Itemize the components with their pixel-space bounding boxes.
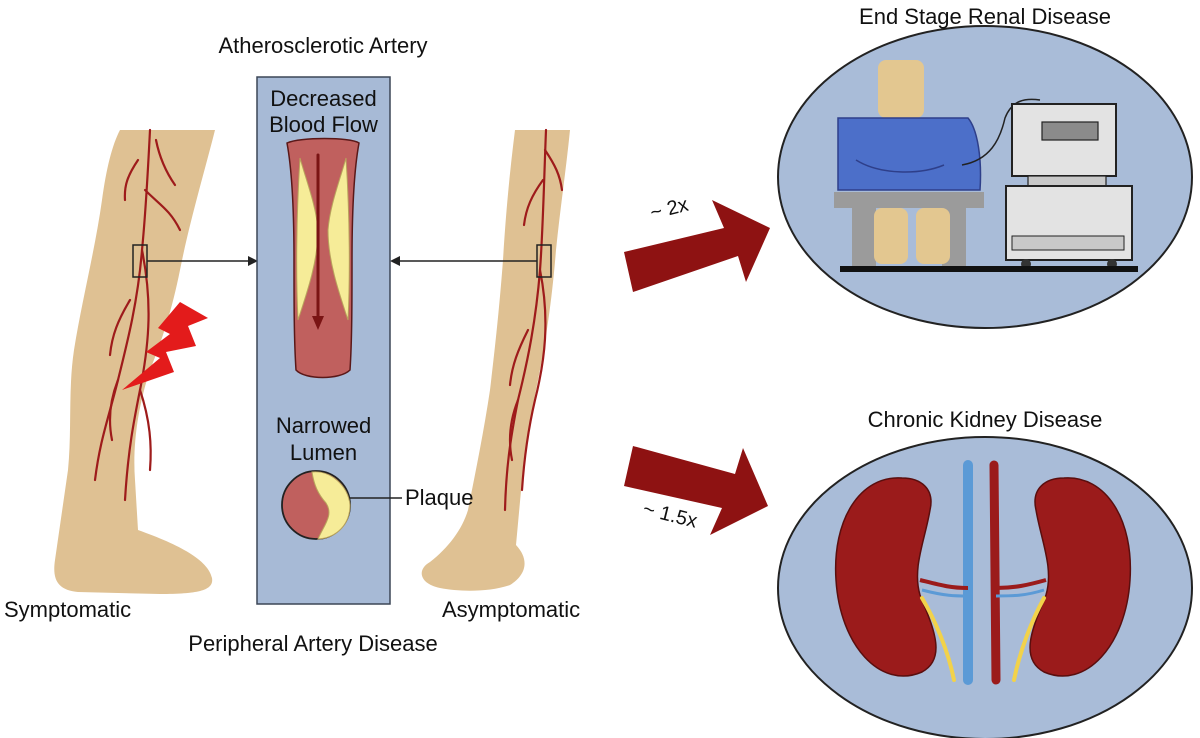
ckd-illustration <box>777 436 1193 738</box>
left-leg-shape <box>54 130 216 594</box>
artery-cross-section-icon <box>281 470 402 540</box>
title-ckd: Chronic Kidney Disease <box>867 407 1103 432</box>
caption-symptomatic: Symptomatic <box>4 597 132 622</box>
label-decreased-line2: Blood Flow <box>269 112 378 137</box>
title-esrd: End Stage Renal Disease <box>859 4 1111 29</box>
label-narrowed-line1: Narrowed <box>275 413 372 438</box>
label-plaque: Plaque <box>405 485 474 510</box>
label-narrowed-line2: Lumen <box>289 440 358 465</box>
label-decreased-line1: Decreased <box>270 86 377 111</box>
lightning-bolt-icon <box>122 302 208 390</box>
arrow-to-ckd-icon <box>624 446 768 535</box>
esrd-illustration <box>777 25 1193 329</box>
right-leg-icon <box>421 128 570 591</box>
left-leg-vessels <box>93 128 182 502</box>
right-leg-shape <box>421 130 570 591</box>
patient-icon <box>834 60 984 268</box>
right-leg-vessels <box>503 128 564 512</box>
title-atherosclerotic-artery: Atherosclerotic Artery <box>218 33 428 58</box>
left-leg-icon <box>54 128 216 594</box>
title-peripheral-artery-disease: Peripheral Artery Disease <box>188 631 438 656</box>
kidneys-icon <box>834 460 1132 685</box>
caption-asymptomatic: Asymptomatic <box>442 597 581 622</box>
zoom-connectors <box>147 256 537 266</box>
arrow-to-esrd-icon <box>624 200 770 292</box>
artery-longitudinal-icon <box>286 137 360 379</box>
